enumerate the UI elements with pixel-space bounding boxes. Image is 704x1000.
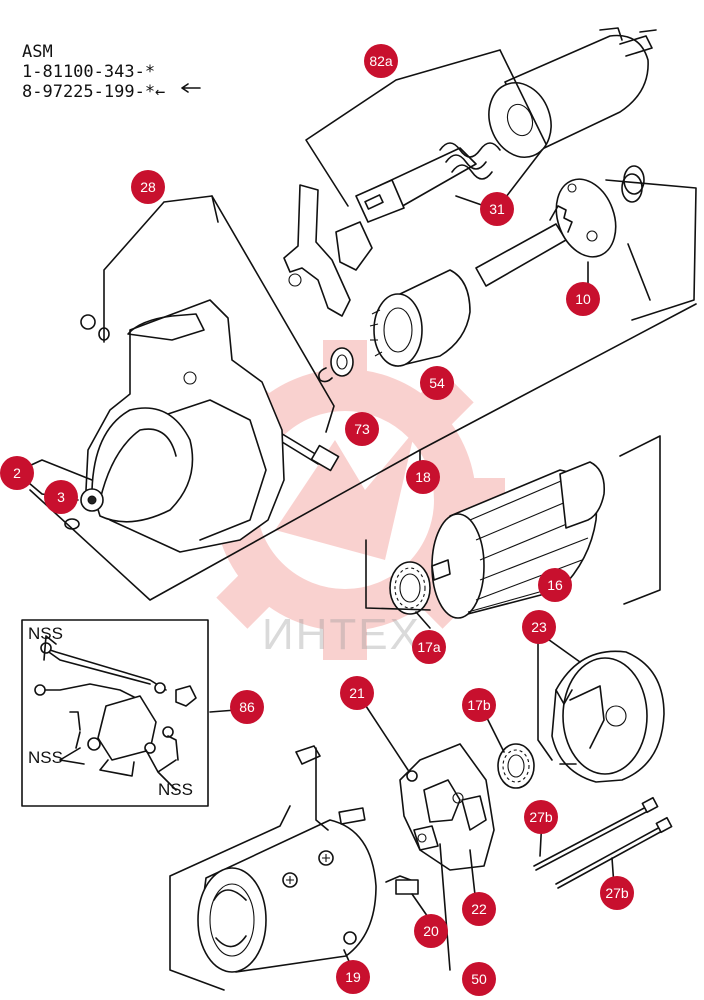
- callout-3[interactable]: 3: [44, 480, 78, 514]
- asm-part-number-1: 1-81100-343-*: [22, 62, 156, 82]
- shift-lever-drawing: [283, 184, 373, 317]
- callout-17a[interactable]: 17a: [412, 630, 446, 664]
- callout-54[interactable]: 54: [420, 366, 454, 400]
- callout-2[interactable]: 2: [0, 456, 34, 490]
- field-lead-drawing: [295, 745, 419, 895]
- asm-part-number-2: 8-97225-199-*←: [22, 82, 166, 102]
- bearing-front-drawing: [389, 561, 431, 615]
- asm-heading: ASM: [22, 42, 53, 62]
- inset-nss-right: NSS: [158, 780, 193, 799]
- callout-50[interactable]: 50: [462, 962, 496, 996]
- callout-27b-lower[interactable]: 27b: [600, 876, 634, 910]
- callout-23[interactable]: 23: [522, 610, 556, 644]
- stop-collar-drawing: [318, 347, 354, 383]
- callout-82a[interactable]: 82a: [364, 44, 398, 78]
- pinion-shaft-drawing: [475, 178, 617, 287]
- solenoid-switch-drawing: [488, 27, 657, 158]
- brush-holder-drawing: [399, 743, 495, 871]
- plunger-spring-drawing: [355, 142, 501, 223]
- callout-16[interactable]: 16: [538, 568, 572, 602]
- callout-86[interactable]: 86: [230, 690, 264, 724]
- return-spring-drawing: [621, 165, 645, 203]
- rear-cover-drawing: [551, 650, 665, 783]
- callout-10[interactable]: 10: [566, 282, 600, 316]
- watermark-text: ИНТЕХ: [262, 610, 421, 659]
- callout-73[interactable]: 73: [345, 412, 379, 446]
- callout-28[interactable]: 28: [131, 170, 165, 204]
- callout-22[interactable]: 22: [462, 892, 496, 926]
- long-bolts-drawing: [533, 796, 673, 889]
- inset-box: [21, 619, 209, 807]
- callout-21[interactable]: 21: [340, 676, 374, 710]
- callout-31[interactable]: 31: [480, 192, 514, 226]
- callout-20[interactable]: 20: [414, 914, 448, 948]
- gear-case-drawing: [80, 299, 285, 553]
- inset-nss-left: NSS: [28, 748, 63, 767]
- inset-nss-top: NSS: [28, 624, 63, 643]
- yoke-field-coil-drawing: [197, 819, 377, 973]
- pinion-clutch-drawing: [369, 269, 471, 367]
- callout-18[interactable]: 18: [406, 460, 440, 494]
- callout-17b[interactable]: 17b: [462, 688, 496, 722]
- bearing-rear-drawing: [497, 743, 535, 789]
- callout-19[interactable]: 19: [336, 960, 370, 994]
- callout-27b-upper[interactable]: 27b: [524, 800, 558, 834]
- arrow-left-icon: [181, 83, 201, 93]
